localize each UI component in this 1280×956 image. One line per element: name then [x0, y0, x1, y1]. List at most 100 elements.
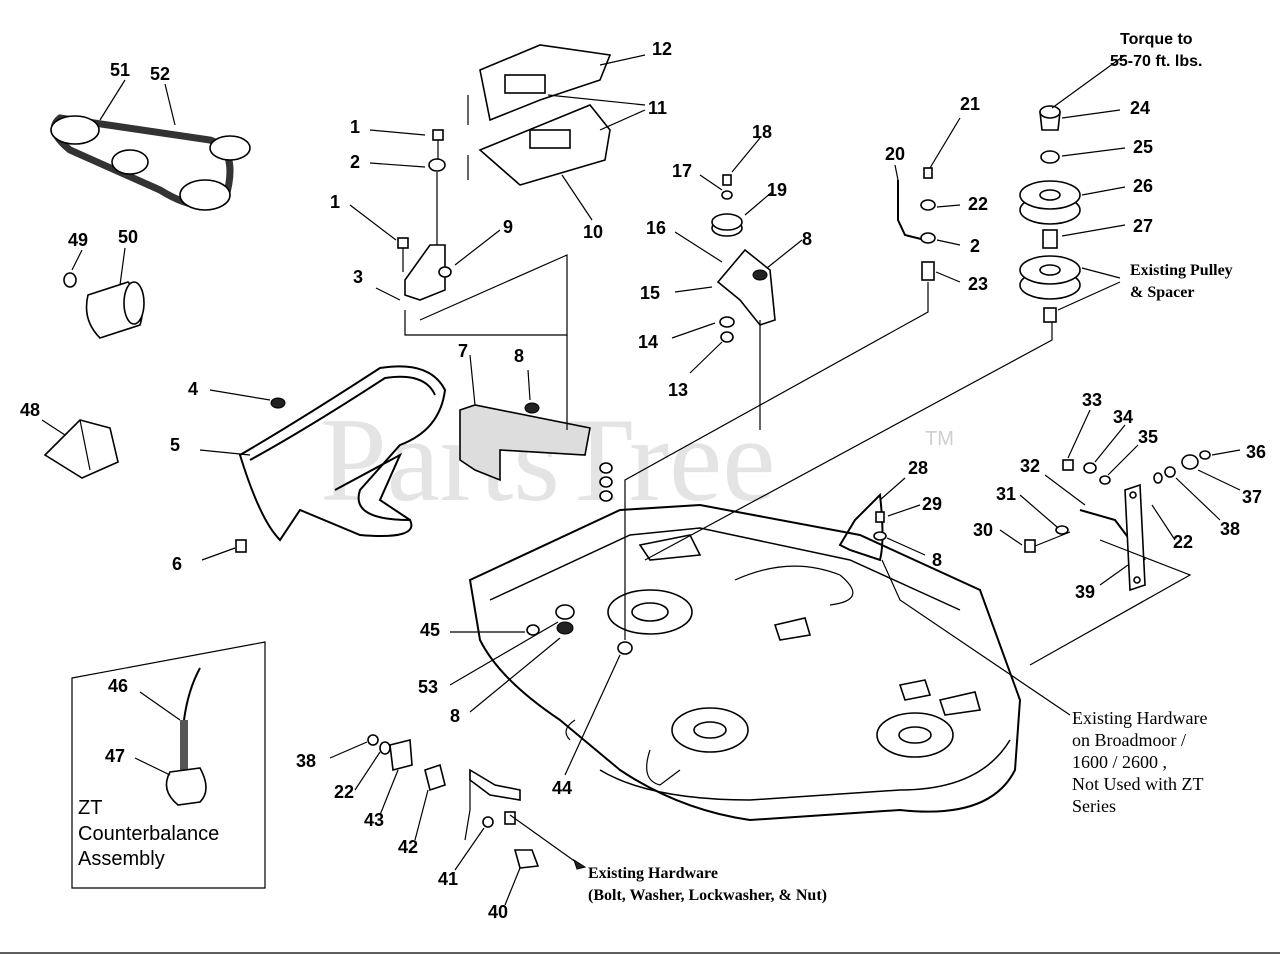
callout-26: 26	[1133, 176, 1153, 196]
nut-8d	[556, 621, 574, 635]
spacer-23	[921, 261, 935, 281]
washer-34	[1083, 462, 1097, 474]
zt-label-line3: Assembly	[78, 848, 165, 870]
bolt-18	[722, 174, 732, 186]
broadmoor-note-line3: 1600 / 2600 ,	[1072, 752, 1167, 772]
callout-28: 28	[908, 458, 928, 478]
washer-31	[1055, 525, 1069, 535]
link-39	[1124, 483, 1146, 592]
callout-38a: 38	[1220, 519, 1240, 539]
callout-41: 41	[438, 869, 458, 889]
callout-27: 27	[1133, 216, 1153, 236]
callout-14: 14	[638, 332, 658, 352]
zt-label-line2: Counterbalance	[78, 823, 219, 845]
broadmoor-note-line4: Not Used with ZT	[1072, 774, 1203, 794]
callout-8c: 8	[932, 550, 942, 570]
bracket-48	[43, 419, 119, 479]
pulley-26	[1019, 180, 1081, 225]
leader-lines	[41, 54, 1241, 906]
callout-42: 42	[398, 837, 418, 857]
watermark-tm: TM	[925, 428, 954, 450]
callout-51: 51	[110, 60, 130, 80]
nut-9	[438, 266, 452, 278]
callout-38b: 38	[296, 751, 316, 771]
nut-8a	[524, 402, 540, 414]
callout-53: 53	[418, 677, 438, 697]
spring-28	[838, 492, 884, 562]
spacer-50	[85, 281, 145, 339]
washer-37	[1181, 454, 1199, 470]
bolt-1a	[432, 129, 444, 160]
washer-38b	[367, 734, 379, 746]
washer-22b	[1153, 472, 1163, 484]
existing-hw-line2: (Bolt, Washer, Lockwasher, & Nut)	[588, 887, 827, 904]
bolt-30	[1024, 531, 1071, 553]
callout-47: 47	[105, 746, 125, 766]
callout-7: 7	[458, 341, 468, 361]
washer-35	[1099, 475, 1111, 485]
bracket-3	[404, 244, 446, 301]
callout-8b: 8	[802, 229, 812, 249]
bracket-43	[389, 738, 413, 772]
callout-23: 23	[968, 274, 988, 294]
torque-note-line2: 55-70 ft. lbs.	[1110, 53, 1202, 70]
existing-spacer	[1043, 307, 1057, 323]
washer-25	[1040, 150, 1060, 164]
drive-belt	[50, 114, 251, 211]
callout-10: 10	[583, 222, 603, 242]
washer-38a	[1164, 466, 1176, 478]
callout-21: 21	[960, 94, 980, 114]
callout-5: 5	[170, 435, 180, 455]
callout-3: 3	[353, 267, 363, 287]
cover-7	[459, 404, 591, 482]
callout-36: 36	[1246, 442, 1266, 462]
notes: Torque to 55-70 ft. lbs. Existing Pulley…	[78, 31, 1233, 904]
callout-49: 49	[68, 230, 88, 250]
nut-stack-a	[599, 462, 613, 474]
callout-8a: 8	[514, 346, 524, 366]
callout-48: 48	[20, 400, 40, 420]
nut-13	[720, 331, 734, 343]
plate	[469, 768, 521, 801]
callout-12: 12	[652, 39, 672, 59]
washer-22c	[379, 741, 391, 755]
callout-39: 39	[1075, 582, 1095, 602]
bolt-21	[923, 167, 933, 179]
callout-40: 40	[488, 902, 508, 922]
nut-4	[270, 397, 286, 409]
callout-22c: 22	[334, 782, 354, 802]
bolt-33	[1062, 459, 1074, 471]
bolt-6	[235, 539, 247, 553]
washer-49	[63, 272, 77, 288]
callout-16: 16	[646, 218, 666, 238]
washer-2a	[428, 158, 446, 172]
bolt-45	[526, 624, 540, 636]
callout-31: 31	[996, 484, 1016, 504]
washer-17	[721, 190, 733, 200]
broadmoor-note-line5: Series	[1072, 796, 1116, 816]
callout-29: 29	[922, 494, 942, 514]
broadmoor-note-line2: on Broadmoor /	[1072, 730, 1186, 750]
callout-2a: 2	[350, 152, 360, 172]
zt-counterbalance-box	[71, 641, 266, 889]
bolt-44	[617, 641, 633, 655]
callout-50: 50	[118, 227, 138, 247]
callout-11: 11	[648, 98, 667, 118]
bolt-40	[513, 849, 540, 869]
existing-pulley-line2: & Spacer	[1130, 284, 1194, 301]
callout-43: 43	[364, 810, 384, 830]
watermark: PartsTree	[320, 393, 776, 526]
callout-44: 44	[552, 778, 572, 798]
callout-1a: 1	[350, 117, 360, 137]
zt-label-line1: ZT	[78, 797, 102, 819]
callout-1b: 1	[330, 192, 340, 212]
washer-22a	[920, 199, 936, 211]
callout-numbers: 51 52 49 50 48 1 2 1 3 9 12 11 10 4 5 6 …	[20, 39, 1266, 922]
nut-36	[1199, 450, 1211, 460]
bolt-29	[875, 511, 885, 523]
callout-22a: 22	[968, 194, 988, 214]
callout-52: 52	[150, 64, 170, 84]
callout-34: 34	[1113, 407, 1133, 427]
